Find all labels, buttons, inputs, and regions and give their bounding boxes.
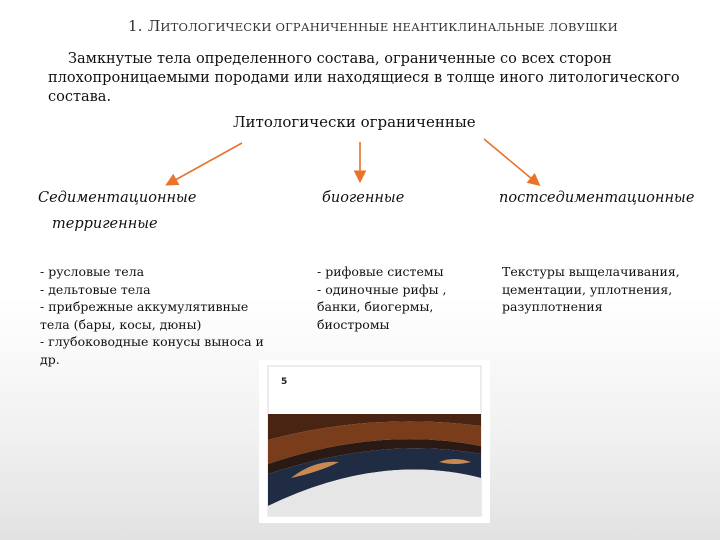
category-biogenic: биогенные xyxy=(322,190,405,206)
biogenic-list: - рифовые системы - одиночные рифы , бан… xyxy=(317,263,447,333)
list-item: биостромы xyxy=(317,316,390,332)
list-item: тела (бары, косы, дюны) xyxy=(40,316,202,332)
title-first-letter: Л xyxy=(147,17,161,35)
arrow-left xyxy=(165,142,243,186)
layer-dark-brown xyxy=(268,414,481,440)
lens-left xyxy=(291,461,339,478)
category-terrigenous: терригенные xyxy=(52,216,158,232)
list-item: - одиночные рифы , xyxy=(317,281,447,297)
post-sedimentation-list: Текстуры выщелачивания, цементации, упло… xyxy=(502,263,680,316)
list-item: Текстуры выщелачивания, xyxy=(502,264,680,279)
arrow-right xyxy=(483,138,541,187)
list-item: - прибрежные аккумулятивные xyxy=(40,299,249,314)
intro-paragraph: Замкнутые тела определенного состава, ог… xyxy=(48,50,698,107)
category-post-sedimentation: постседиментационные xyxy=(499,190,695,206)
layer-brown xyxy=(268,421,481,464)
list-item: - дельтовые тела xyxy=(40,281,151,297)
intro-line: Замкнутые тела определенного состава, ог… xyxy=(68,51,612,67)
slide-title: 1. Литологически ограниченные неантиклин… xyxy=(128,17,618,35)
list-item: цементации, уплотнения, xyxy=(502,281,673,297)
list-item: - русловые тела xyxy=(40,264,145,279)
list-item: банки, биогермы, xyxy=(317,299,434,314)
layer-dark-band xyxy=(268,439,481,474)
intro-line: плохопроницаемыми породами или находящие… xyxy=(48,70,680,86)
list-item: - глубоководные конусы выноса и xyxy=(40,334,264,349)
intro-line: состава. xyxy=(48,89,112,105)
layer-navy xyxy=(268,448,481,506)
figure-label: 5 xyxy=(281,377,287,387)
list-item: - рифовые системы xyxy=(317,264,444,279)
lens-right xyxy=(439,459,471,464)
list-item: разуплотнения xyxy=(502,299,603,314)
title-rest: итологически ограниченные неантиклинальн… xyxy=(160,20,618,34)
title-number: 1. xyxy=(128,17,143,35)
list-item: др. xyxy=(40,351,60,367)
classification-heading: Литологически ограниченные xyxy=(233,113,476,131)
category-sedimentation: Седиментационные xyxy=(38,190,197,206)
sedimentation-list: - русловые тела - дельтовые тела - прибр… xyxy=(40,263,264,368)
layer-gray-base xyxy=(268,469,481,516)
trap-cross-section-figure: 5 xyxy=(259,360,490,523)
